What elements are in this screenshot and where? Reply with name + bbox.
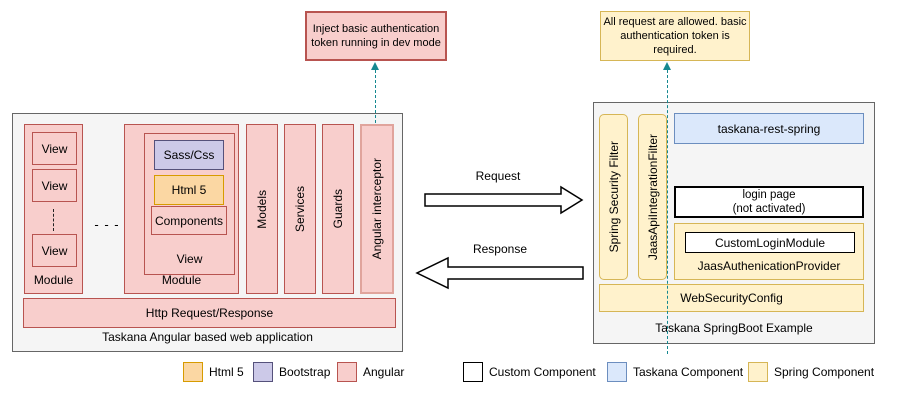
spring-security-filter-label: Spring Security Filter (606, 141, 621, 253)
note-all-requests-allowed: All request are allowed. basic authentic… (600, 11, 750, 61)
response-label: Response (472, 242, 528, 256)
guards-bar: Guards (322, 124, 354, 294)
angular-app-title: Taskana Angular based web application (102, 330, 313, 344)
module-box-2: Sass/Css Html 5 Components View Module (124, 124, 239, 294)
request-label: Request (475, 169, 521, 183)
custom-component-swatch-icon (463, 362, 483, 382)
jaas-authenication-provider-label: JaasAuthenicationProvider (697, 259, 841, 273)
models-bar: Models (246, 124, 278, 294)
angular-swatch-icon (337, 362, 357, 382)
taskana-component-swatch-icon (607, 362, 627, 382)
note-inject-auth-token: Inject basic authentication token runnin… (305, 11, 447, 61)
components-box: Components (151, 206, 227, 235)
angular-interceptor-bar: Angular interceptor (360, 124, 394, 294)
legend-item-bootstrap: Bootstrap (253, 362, 330, 382)
services-bar: Services (284, 124, 316, 294)
legend-label: Custom Component (489, 365, 596, 379)
models-label: Models (255, 189, 269, 229)
guards-label: Guards (331, 189, 345, 229)
module-label: Module (161, 273, 202, 287)
view-label: View (176, 252, 203, 266)
login-page-box: login page (not activated) (674, 186, 864, 218)
spring-security-filter-bar: Spring Security Filter (599, 114, 628, 280)
jaas-api-integration-filter-label: JaasApiIntegrationFilter (645, 133, 660, 261)
view-box-detailed: Sass/Css Html 5 Components View (144, 133, 235, 275)
legend-item-custom: Custom Component (463, 362, 596, 382)
response-arrow-icon (415, 256, 584, 290)
module-label: Module (33, 273, 74, 287)
sass-css-box: Sass/Css (154, 140, 224, 170)
html5-box: Html 5 (154, 175, 224, 205)
modules-ellipsis: - - - (94, 216, 120, 232)
angular-app-container: View View View Module - - - Sass/Css Htm… (12, 113, 403, 352)
legend-label: Bootstrap (279, 365, 331, 379)
legend-item-angular: Angular (337, 362, 404, 382)
springboot-title: Taskana SpringBoot Example (655, 321, 813, 335)
services-label: Services (293, 185, 307, 232)
view-box: View (32, 132, 77, 165)
taskana-rest-spring-box: taskana-rest-spring (674, 113, 864, 144)
dashed-connector-right (667, 70, 668, 354)
legend-item-html5: Html 5 (183, 362, 244, 382)
request-arrow-icon (424, 185, 584, 215)
legend-label: Angular (363, 365, 405, 379)
html5-swatch-icon (183, 362, 203, 382)
legend-item-taskana: Taskana Component (607, 362, 743, 382)
legend-label: Spring Component (774, 365, 875, 379)
custom-login-module-box: CustomLoginModule (685, 232, 855, 253)
flow-arrows (415, 185, 584, 290)
view-box: View (32, 234, 77, 267)
view-box: View (32, 169, 77, 202)
springboot-container: Spring Security Filter JaasApiIntegratio… (593, 102, 875, 344)
jaas-api-integration-filter-bar: JaasApiIntegrationFilter (638, 114, 667, 280)
dashed-arrow-head-right-icon (663, 62, 671, 70)
vertical-ellipsis-icon (53, 209, 54, 231)
web-security-config-box: WebSecurityConfig (599, 284, 864, 312)
legend-label: Taskana Component (633, 365, 744, 379)
angular-interceptor-label: Angular interceptor (370, 158, 384, 260)
module-box-1: View View View Module (24, 124, 83, 294)
dashed-connector-left (375, 70, 376, 123)
http-request-response-box: Http Request/Response (23, 298, 396, 328)
bootstrap-swatch-icon (253, 362, 273, 382)
legend-label: Html 5 (209, 365, 244, 379)
spring-component-swatch-icon (748, 362, 768, 382)
dashed-arrow-head-left-icon (371, 62, 379, 70)
jaas-authenication-provider-box: CustomLoginModule JaasAuthenicationProvi… (674, 223, 864, 280)
legend-item-spring: Spring Component (748, 362, 874, 382)
